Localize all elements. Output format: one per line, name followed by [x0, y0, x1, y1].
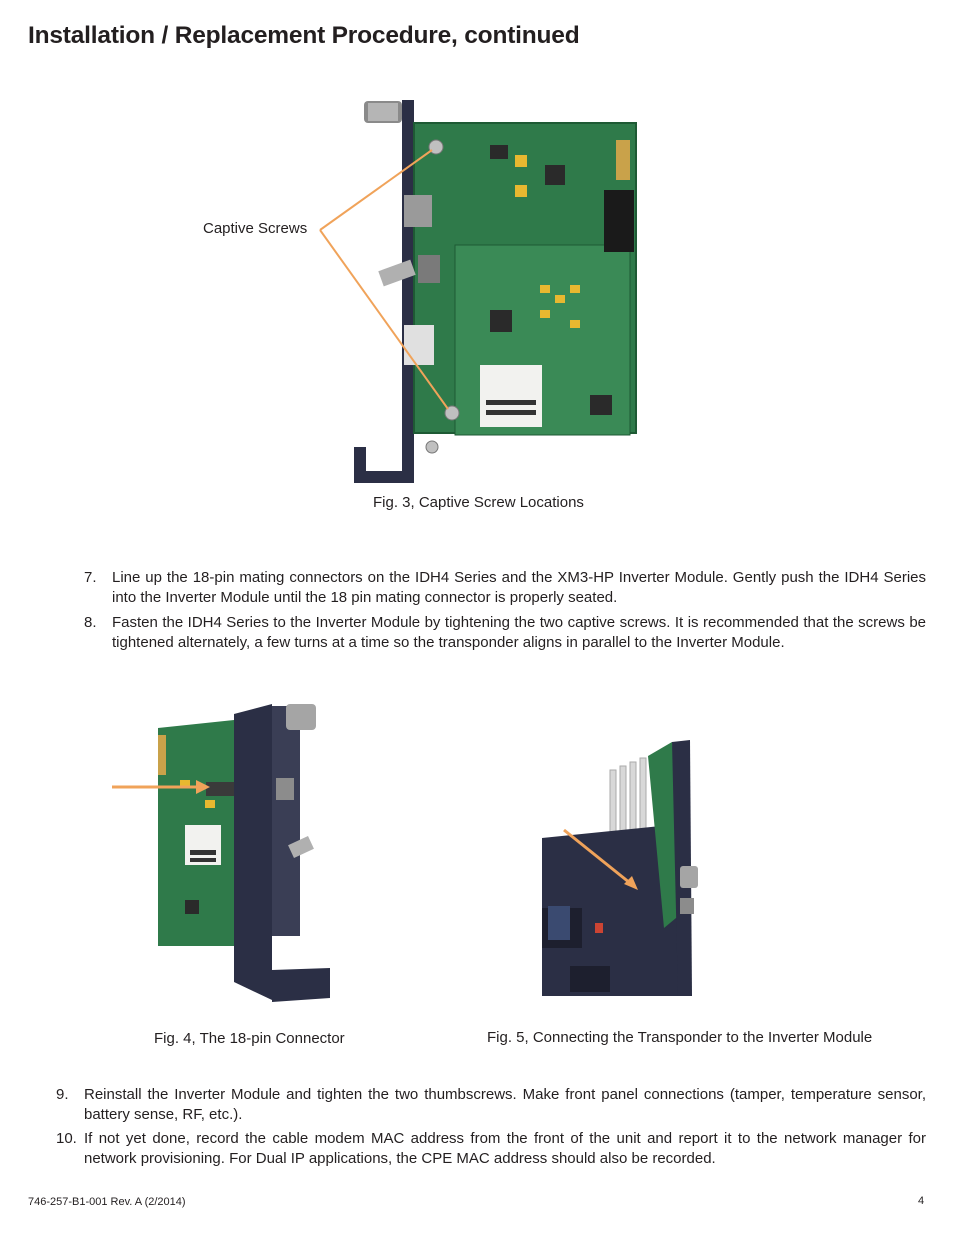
- step-text: If not yet done, record the cable modem …: [84, 1130, 926, 1167]
- step-number: 10.: [56, 1130, 77, 1147]
- step-9: 9. Reinstall the Inverter Module and tig…: [56, 1085, 926, 1124]
- step-number: 7.: [84, 569, 97, 586]
- step-8: 8. Fasten the IDH4 Series to the Inverte…: [84, 613, 926, 652]
- step-number: 9.: [56, 1086, 69, 1103]
- captive-screws-label: Captive Screws: [203, 220, 308, 237]
- document-number: 746-257-B1-001 Rev. A (2/2014): [28, 1196, 186, 1208]
- step-text: Line up the 18-pin mating connectors on …: [112, 569, 926, 606]
- step-10: 10. If not yet done, record the cable mo…: [56, 1129, 926, 1168]
- fig4-caption: Fig. 4, The 18-pin Connector: [154, 1030, 345, 1047]
- page-number: 4: [918, 1195, 925, 1207]
- page-title: Installation / Replacement Procedure, co…: [28, 22, 580, 49]
- step-7: 7. Line up the 18-pin mating connectors …: [84, 568, 926, 607]
- step-text: Fasten the IDH4 Series to the Inverter M…: [112, 614, 926, 651]
- fig5-image: [542, 740, 698, 996]
- fig4-image: [112, 704, 330, 1002]
- step-number: 8.: [84, 614, 97, 631]
- fig5-caption: Fig. 5, Connecting the Transponder to th…: [487, 1029, 873, 1046]
- fig3-image: [319, 100, 637, 483]
- step-text: Reinstall the Inverter Module and tighte…: [84, 1086, 926, 1123]
- fig3-caption: Fig. 3, Captive Screw Locations: [373, 494, 584, 511]
